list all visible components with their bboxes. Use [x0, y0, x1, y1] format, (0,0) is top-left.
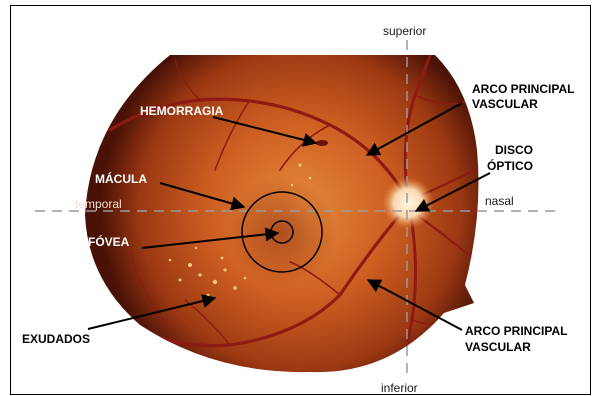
label-hemorrhage: HEMORRAGIA	[140, 104, 224, 118]
optic-disc	[382, 177, 434, 229]
label-disc-line2: ÓPTICO	[487, 158, 533, 173]
label-disc-line1: DISCO	[495, 143, 533, 157]
label-lower-arc-line1: ARCO PRINCIPAL	[465, 324, 567, 338]
orientation-temporal: temporal	[75, 197, 122, 211]
label-macula: MÁCULA	[95, 171, 147, 186]
label-exudates: EXUDADOS	[22, 332, 90, 346]
orientation-superior: superior	[383, 24, 426, 38]
label-upper-arc-line2: VASCULAR	[472, 97, 538, 111]
orientation-nasal: nasal	[485, 194, 514, 208]
retina-fundus	[80, 50, 490, 380]
hemorrhage-spot	[316, 140, 328, 146]
label-upper-arc-line1: ARCO PRINCIPAL	[472, 82, 574, 96]
label-lower-arc-line2: VASCULAR	[465, 340, 531, 354]
orientation-inferior: inferior	[381, 381, 418, 395]
label-fovea: FÓVEA	[88, 234, 130, 249]
